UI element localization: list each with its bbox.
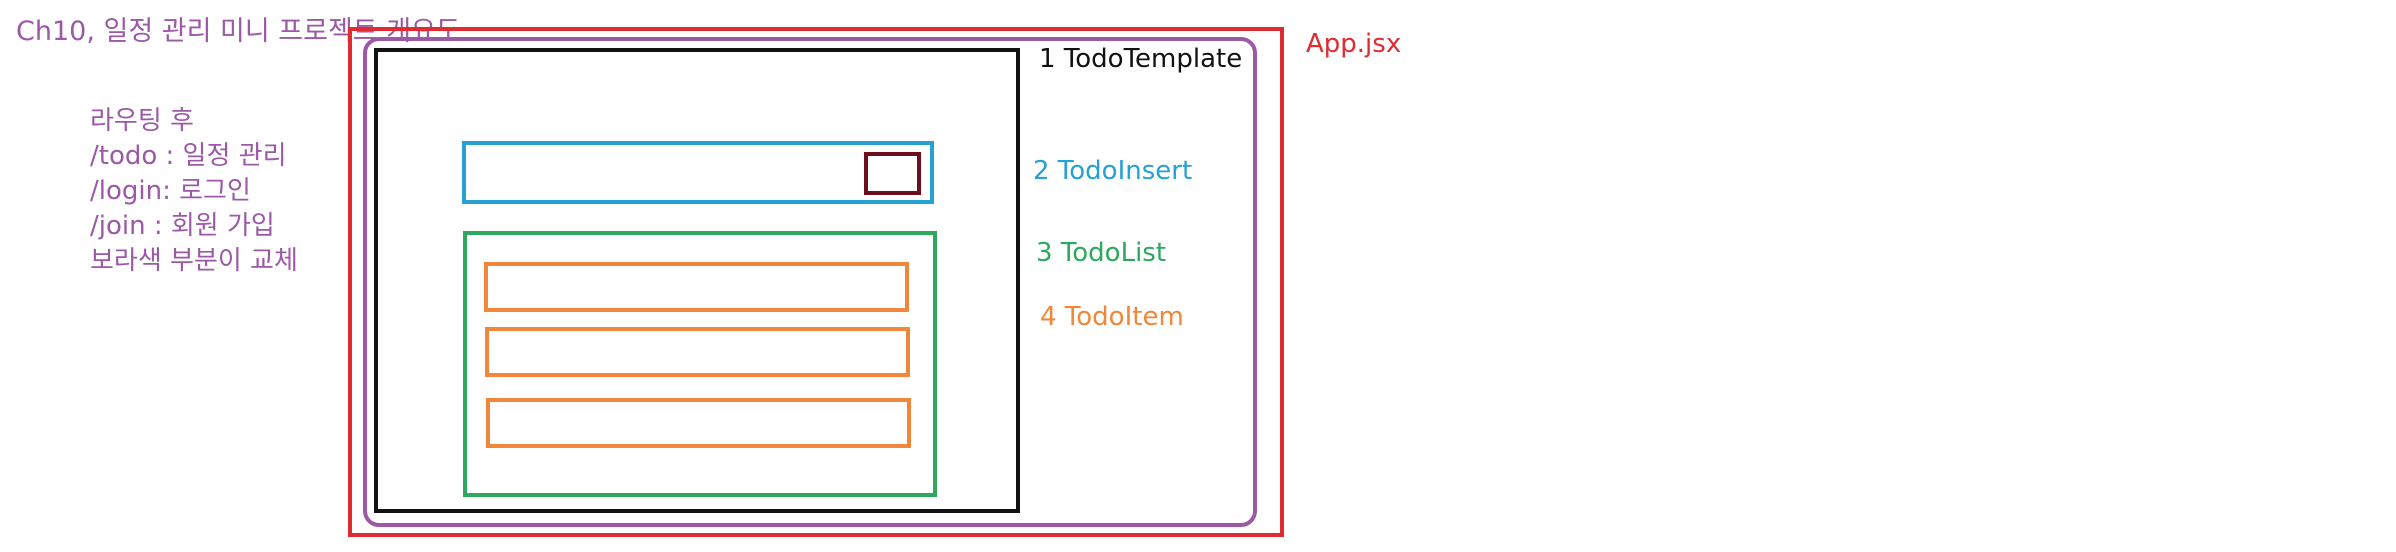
todo-item-box [486,398,911,448]
todo-insert-box [462,141,934,204]
todo-list-label: 3 TodoList [1036,238,1167,268]
note-line: 보라색 부분이 교체 [90,246,298,276]
app-label: App.jsx [1306,29,1402,59]
app-container-box [348,27,1284,537]
note-line: /login: 로그인 [90,176,251,206]
routed-area-box [363,37,1257,527]
todo-template-box [374,48,1020,513]
note-line: /join : 회원 가입 [90,211,275,241]
note-line: 라우팅 후 [90,106,194,136]
note-line: /todo : 일정 관리 [90,141,287,171]
routing-notes: 라우팅 후 /todo : 일정 관리 /login: 로그인 /join : … [90,104,298,279]
todo-list-box [463,231,937,497]
todo-item-box [484,262,909,312]
todo-item-box [485,327,910,377]
todo-item-label: 4 TodoItem [1040,302,1184,332]
todo-insert-label: 2 TodoInsert [1033,156,1193,186]
todo-insert-button-box [864,152,921,195]
todo-template-label: 1 TodoTemplate [1039,44,1243,74]
